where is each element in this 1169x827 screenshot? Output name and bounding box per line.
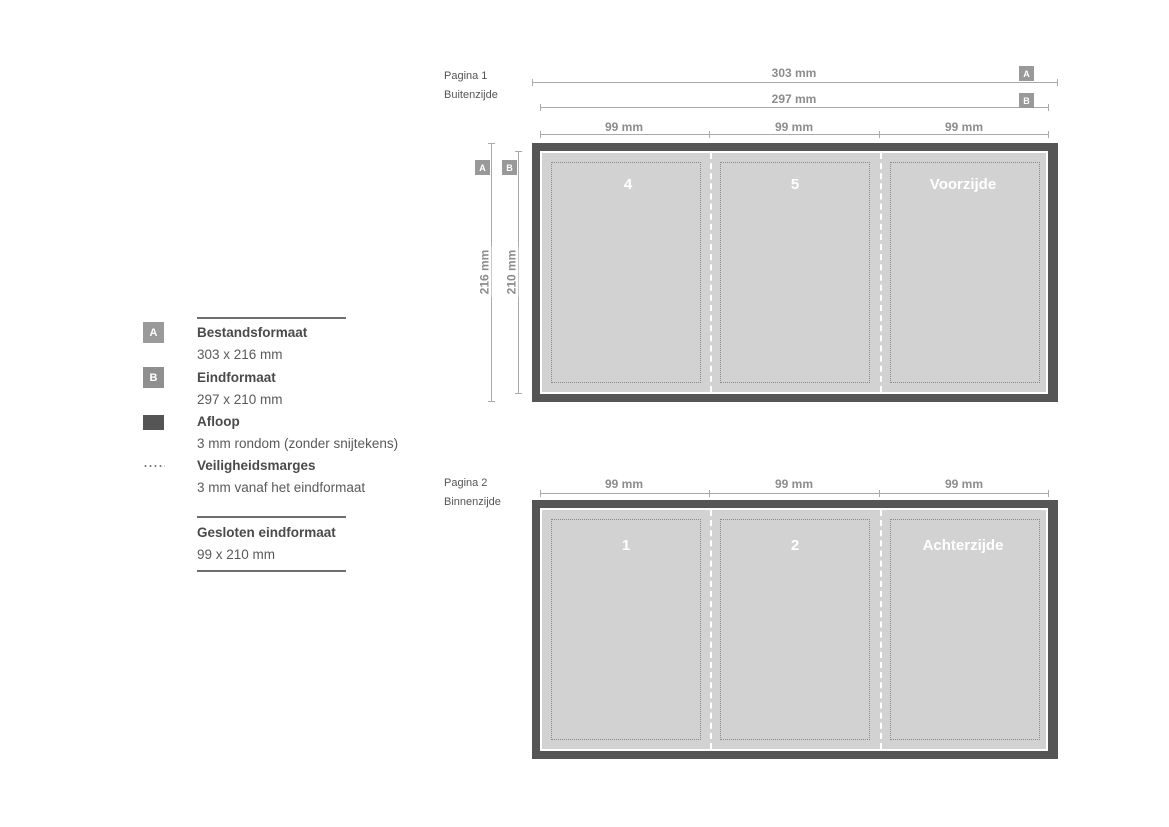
dim-tick xyxy=(879,131,880,138)
dim-label-panel-1: 99 mm xyxy=(604,477,644,491)
dim-label-height-a: 216 mm xyxy=(477,246,492,298)
dim-line-panels xyxy=(540,493,1049,494)
dim-label-panel-2: 99 mm xyxy=(774,477,814,491)
bleed-swatch xyxy=(143,415,164,430)
page2-label-title: Pagina 2 xyxy=(444,477,488,489)
legend-title-veiligheidsmarges: Veiligheidsmarges xyxy=(197,458,316,473)
dim-label-panel-3: 99 mm xyxy=(944,477,984,491)
dim-badge-a: A xyxy=(1019,66,1034,81)
safety-margin xyxy=(890,519,1040,740)
page1-trim-area: 4 5 Voorzijde xyxy=(540,151,1048,394)
dim-line-b xyxy=(540,107,1049,108)
fold-line xyxy=(710,153,712,392)
legend-title-eindformaat: Eindformaat xyxy=(197,370,276,385)
badge-a: A xyxy=(143,322,164,343)
fold-line xyxy=(710,510,712,749)
safety-margin xyxy=(551,519,701,740)
dim-tick xyxy=(515,151,522,152)
panel-label: Voorzijde xyxy=(929,176,997,193)
safety-margin xyxy=(890,162,1040,383)
dim-tick xyxy=(1048,490,1049,497)
page2-label-side: Binnenzijde xyxy=(444,496,501,508)
page1-bleed-area: 4 5 Voorzijde xyxy=(532,143,1058,402)
safety-margin-swatch xyxy=(143,465,165,467)
dim-tick xyxy=(515,393,522,394)
safety-margin xyxy=(720,162,870,383)
dim-line-b-vertical xyxy=(518,151,519,394)
legend-value-eindformaat: 297 x 210 mm xyxy=(197,392,283,407)
dim-line-a xyxy=(532,82,1058,83)
page2-label: Pagina 2 Binnenzijde xyxy=(444,474,501,512)
dim-label-height-b: 210 mm xyxy=(504,246,519,298)
dim-tick xyxy=(488,401,495,402)
fold-line xyxy=(880,153,882,392)
dim-label-b: 297 mm xyxy=(767,92,821,106)
legend-title-gesloten-eindformaat: Gesloten eindformaat xyxy=(197,525,336,540)
dim-label-panel-2: 99 mm xyxy=(774,120,814,134)
legend-bottom-divider xyxy=(197,570,346,572)
dim-badge-b: B xyxy=(1019,93,1034,108)
legend-middle-divider xyxy=(197,516,346,518)
dim-label-panel-3: 99 mm xyxy=(944,120,984,134)
page1-label-title: Pagina 1 xyxy=(444,70,488,82)
safety-margin xyxy=(720,519,870,740)
panel-label: 1 xyxy=(621,537,631,554)
dim-tick xyxy=(1048,131,1049,138)
panel-label: 4 xyxy=(623,176,633,193)
dim-label-a: 303 mm xyxy=(767,66,821,80)
page1-label: Pagina 1 Buitenzijde xyxy=(444,67,498,105)
legend-value-gesloten-eindformaat: 99 x 210 mm xyxy=(197,547,276,562)
dim-tick xyxy=(709,131,710,138)
legend-value-veiligheidsmarges: 3 mm vanaf het eindformaat xyxy=(197,480,366,495)
dim-tick xyxy=(879,490,880,497)
page2-bleed-area: 1 2 Achterzijde xyxy=(532,500,1058,759)
fold-line xyxy=(880,510,882,749)
dim-tick xyxy=(540,131,541,138)
panel-label: 5 xyxy=(790,176,800,193)
dim-line-a-vertical xyxy=(491,143,492,402)
legend-value-bestandsformaat: 303 x 216 mm xyxy=(197,347,283,362)
safety-margin xyxy=(551,162,701,383)
dim-line-panels xyxy=(540,134,1049,135)
legend-value-afloop: 3 mm rondom (zonder snijtekens) xyxy=(197,436,399,451)
badge-b: B xyxy=(143,367,164,388)
dim-badge-a-vertical: A xyxy=(475,160,490,175)
dim-badge-b-vertical: B xyxy=(502,160,517,175)
dim-tick xyxy=(532,79,533,86)
legend-title-afloop: Afloop xyxy=(197,414,240,429)
dim-tick xyxy=(709,490,710,497)
panel-label: Achterzijde xyxy=(922,537,1004,554)
page2-trim-area: 1 2 Achterzijde xyxy=(540,508,1048,751)
dim-label-panel-1: 99 mm xyxy=(604,120,644,134)
dim-tick xyxy=(1048,104,1049,111)
dim-tick xyxy=(488,143,495,144)
legend-top-divider xyxy=(197,317,346,319)
legend-title-bestandsformaat: Bestandsformaat xyxy=(197,325,308,340)
page1-label-side: Buitenzijde xyxy=(444,89,498,101)
dim-tick xyxy=(540,490,541,497)
panel-label: 2 xyxy=(790,537,800,554)
dim-tick xyxy=(1057,79,1058,86)
dim-tick xyxy=(540,104,541,111)
